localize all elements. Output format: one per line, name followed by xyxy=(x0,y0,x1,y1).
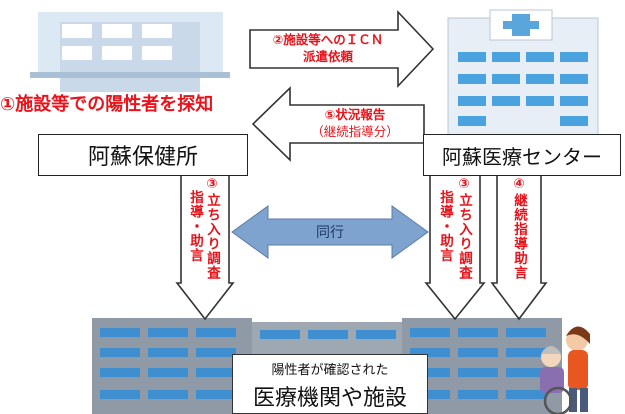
inspection-arrow-right-down xyxy=(424,171,486,321)
medical-center-box: 阿蘇医療センター xyxy=(423,134,621,176)
facility-caption: 陽性者が確認された xyxy=(271,363,389,378)
step3-left-label: ③立ち入り調査 xyxy=(204,176,220,280)
facility-name: 医療機関や施設 xyxy=(252,386,407,411)
step2-line2: 派遣依頼 xyxy=(302,49,353,64)
step4-label: ④継続指導助言 xyxy=(511,176,527,280)
step3-right-sublabel: 指導・助言 xyxy=(437,190,453,263)
request-arrow-right xyxy=(249,9,435,89)
facility-label-box: 陽性者が確認された 医療機関や施設 xyxy=(232,354,428,414)
step5-line1: ⑤状況報告 xyxy=(324,107,386,122)
step1-detect-label: ①施設等での陽性者を探知 xyxy=(0,94,214,115)
step5-line2: （継続指導分） xyxy=(311,124,399,139)
step3-left-sublabel: 指導・助言 xyxy=(187,190,203,263)
guidance-arrow-down xyxy=(490,171,548,321)
step2-line1: ②施設等へのＩＣＮ xyxy=(272,32,384,47)
accompany-double-arrow xyxy=(231,205,429,259)
health-office-building-icon xyxy=(30,12,230,92)
accompany-label: 同行 xyxy=(316,225,344,241)
step5-label: ⑤状況報告 （継続指導分） xyxy=(290,106,420,140)
step2-label: ②施設等へのＩＣＮ 派遣依頼 xyxy=(256,31,400,65)
health-office-box: 阿蘇保健所 xyxy=(38,134,248,176)
step3-right-label: ③立ち入り調査 xyxy=(456,176,472,280)
report-arrow-left xyxy=(251,86,425,162)
inspection-arrow-left-down xyxy=(175,171,235,321)
caregiver-wheelchair-icon xyxy=(540,326,590,414)
hospital-building-icon xyxy=(447,9,599,137)
